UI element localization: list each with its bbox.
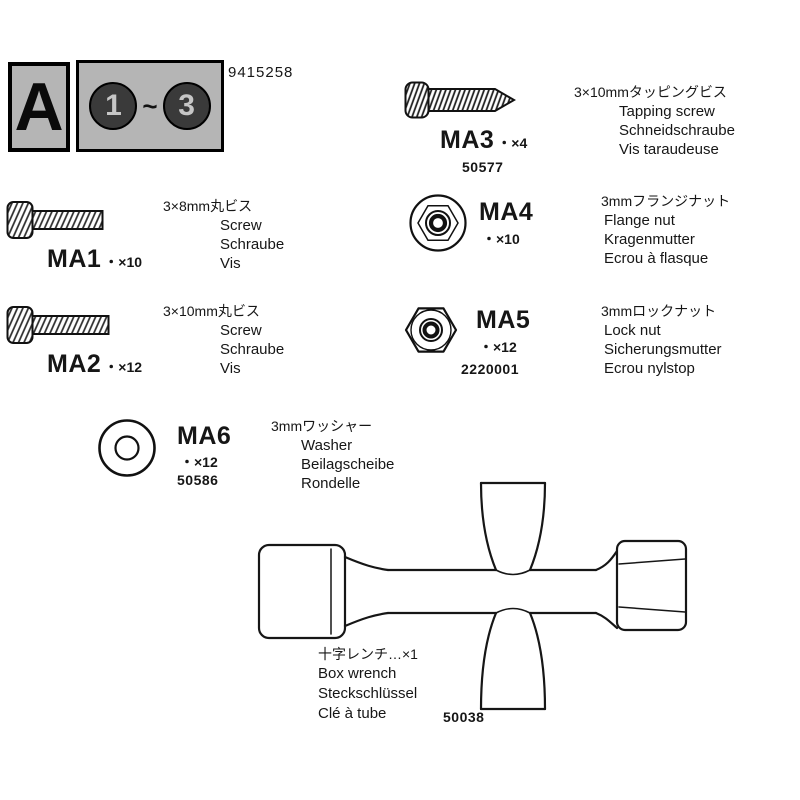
ma6-desc-de: Beilagscheibe (301, 456, 395, 473)
ma6-label: MA6 (177, 422, 232, 450)
ma1-description: 3×8mm丸ビス Screw Schraube Vis (163, 196, 284, 273)
ma3-label: MA3 (440, 126, 495, 154)
ma4-label: MA4 (479, 198, 534, 226)
ma3-label-row: MA3 ・×4 (440, 126, 527, 155)
ma5-qty: ・×12 (479, 339, 517, 355)
ma1-qty: ・×10 (104, 254, 143, 270)
ma4-desc-en: Flange nut (604, 212, 675, 229)
ma3-description: 3×10mmタッピングビス Tapping screw Schneidschra… (574, 82, 735, 159)
step-end-number: 3 (178, 89, 195, 122)
ma6-item-code: 50586 (177, 472, 219, 488)
ma2-label-row: MA2 ・×12 (47, 350, 142, 379)
ma4-qty: ・×10 (482, 231, 520, 247)
wrench-desc-jp: 十字レンチ…×1 (318, 646, 418, 662)
bag-letter: A (14, 69, 64, 145)
ma6-desc-fr: Rondelle (301, 475, 361, 492)
ma5-desc-en: Lock nut (604, 322, 661, 339)
ma6-desc-jp: 3mmワッシャー (271, 418, 373, 434)
ma3-desc-fr: Vis taraudeuse (619, 141, 719, 158)
step-end-circle: 3 (162, 82, 211, 130)
wrench-item-code: 50038 (443, 709, 485, 725)
ma6-description: 3mmワッシャー Washer Beilagscheibe Rondelle (271, 416, 394, 493)
ma3-qty: ・×4 (497, 135, 528, 151)
ma3-screw-illustration (404, 80, 516, 120)
ma2-desc-fr: Vis (220, 360, 241, 377)
ma3-desc-de: Schneidschraube (619, 122, 735, 139)
ma5-description: 3mmロックナット Lock nut Sicherungsmutter Ecro… (601, 301, 722, 378)
ma4-desc-jp: 3mmフランジナット (601, 193, 731, 209)
ma5-label: MA5 (476, 306, 531, 334)
ma1-label-row: MA1 ・×10 (47, 245, 142, 274)
ma1-label: MA1 (47, 245, 102, 273)
step-start-number: 1 (105, 89, 122, 122)
ma5-lock-nut-illustration (404, 303, 458, 357)
bag-letter-badge: A (8, 62, 70, 152)
steps-badge: 1 ~ 3 (76, 60, 224, 152)
ma4-desc-fr: Ecrou à flasque (604, 250, 709, 267)
ma3-item-code: 50577 (462, 159, 504, 175)
ma2-qty: ・×12 (104, 359, 143, 375)
ma1-desc-jp: 3×8mm丸ビス (163, 198, 253, 214)
ma2-desc-de: Schraube (220, 341, 285, 358)
ma4-desc-de: Kragenmutter (604, 231, 695, 248)
ma2-description: 3×10mm丸ビス Screw Schraube Vis (163, 301, 284, 378)
wrench-desc-en: Box wrench (318, 665, 397, 682)
ma2-screw-illustration (6, 303, 112, 347)
ma2-desc-jp: 3×10mm丸ビス (163, 303, 260, 319)
ma6-qty: ・×12 (180, 454, 218, 470)
ma3-desc-en: Tapping screw (619, 103, 715, 120)
wrench-desc-fr: Clé à tube (318, 705, 387, 722)
ma2-desc-en: Screw (220, 322, 262, 339)
box-wrench-illustration (256, 480, 688, 712)
ma4-flange-nut-illustration (408, 193, 468, 253)
wrench-description: 十字レンチ…×1 Box wrench Steckschlüssel Clé à… (318, 644, 418, 724)
ma5-item-code: 2220001 (461, 361, 520, 377)
ma1-desc-en: Screw (220, 217, 262, 234)
ma5-desc-fr: Ecrou nylstop (604, 360, 695, 377)
sheet-number: 9415258 (228, 64, 294, 81)
step-start-circle: 1 (89, 82, 138, 130)
step-separator: ~ (142, 90, 158, 121)
ma5-desc-jp: 3mmロックナット (601, 303, 717, 319)
wrench-desc-de: Steckschlüssel (318, 685, 418, 702)
ma3-desc-jp: 3×10mmタッピングビス (574, 84, 727, 100)
ma6-washer-illustration (97, 418, 157, 478)
ma1-desc-de: Schraube (220, 236, 285, 253)
ma2-label: MA2 (47, 350, 102, 378)
ma1-desc-fr: Vis (220, 255, 241, 272)
ma6-desc-en: Washer (301, 437, 353, 454)
ma4-description: 3mmフランジナット Flange nut Kragenmutter Ecrou… (601, 191, 730, 268)
ma1-screw-illustration (6, 198, 106, 242)
ma5-desc-de: Sicherungsmutter (604, 341, 722, 358)
